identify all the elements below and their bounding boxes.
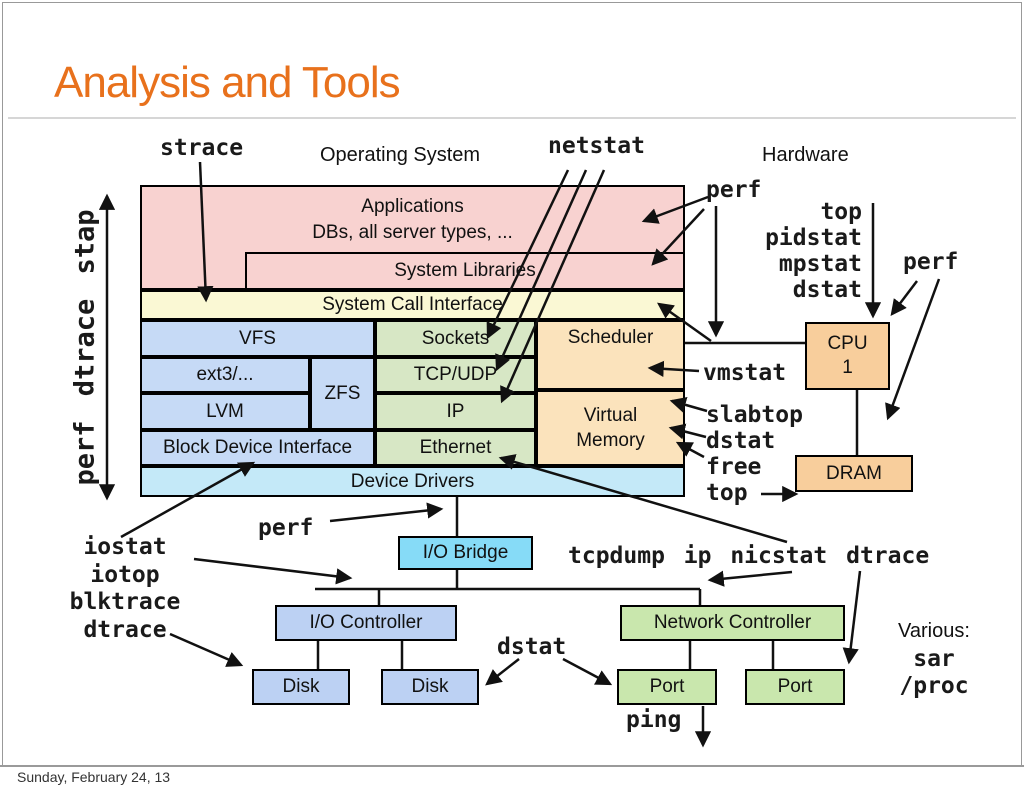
box-device-drivers: Device Drivers [140, 466, 685, 497]
box-io-controller: I/O Controller [275, 605, 457, 641]
box-disk-1: Disk [252, 669, 350, 705]
box-ext3: ext3/... [140, 357, 310, 393]
cpu-tool-pidstat: pidstat [765, 225, 862, 251]
box-io-bridge: I/O Bridge [398, 536, 533, 570]
box-port-2: Port [745, 669, 845, 705]
io-controller-label: I/O Controller [309, 612, 423, 633]
system-call-interface-label: System Call Interface [322, 294, 503, 315]
box-ethernet: Ethernet [375, 430, 536, 466]
box-scheduler: Scheduler [536, 320, 685, 390]
box-ip: IP [375, 393, 536, 430]
strace-label: strace [160, 135, 244, 161]
box-cpu: CPU 1 [805, 322, 890, 390]
disk-tool-dtrace: dtrace [83, 616, 167, 643]
perf-top-label: perf [706, 177, 762, 203]
applications-sub-label: DBs, all server types, ... [312, 222, 513, 243]
perf-mid-label: perf [258, 515, 314, 541]
box-virtual-memory: Virtual Memory [536, 390, 685, 466]
various-tool-proc: /proc [899, 673, 969, 699]
disk2-label: Disk [411, 676, 449, 697]
box-lvm: LVM [140, 393, 310, 430]
port1-label: Port [649, 676, 685, 697]
mem-tool-free: free [706, 454, 762, 480]
tcp-udp-label: TCP/UDP [413, 364, 498, 385]
box-vfs: VFS [140, 320, 375, 357]
device-drivers-label: Device Drivers [350, 470, 475, 492]
sockets-label: Sockets [421, 327, 490, 349]
scheduler-label: Scheduler [567, 327, 654, 348]
box-system-libraries: System Libraries [245, 252, 685, 290]
page-title: Analysis and Tools [54, 58, 401, 107]
various-tools-list: sar /proc [870, 646, 998, 700]
block-device-interface-label: Block Device Interface [162, 437, 353, 458]
footer-date: Sunday, February 24, 13 [17, 769, 171, 785]
cpu-tools-list: top pidstat mpstat dstat [740, 199, 862, 303]
box-tcp-udp: TCP/UDP [375, 357, 536, 393]
dstat-bottom-label: dstat [497, 634, 567, 660]
netstat-label: netstat [548, 133, 645, 159]
network-controller-label: Network Controller [653, 612, 812, 633]
network-tools-label: tcpdump ip nicstat dtrace [568, 543, 930, 569]
io-bridge-label: I/O Bridge [422, 542, 509, 563]
disk1-label: Disk [282, 676, 320, 697]
ip-label: IP [446, 400, 465, 422]
cpu-tool-dstat: dstat [792, 277, 862, 303]
various-tools-block: Various: sar /proc [870, 620, 998, 700]
mem-tool-top: top [706, 480, 748, 506]
ext3-label: ext3/... [196, 364, 254, 385]
virtual-memory-label-line2: Memory [576, 430, 645, 451]
cpu-tool-top: top [820, 199, 862, 225]
vmstat-label: vmstat [703, 360, 787, 386]
box-dram: DRAM [795, 455, 913, 492]
hardware-section-label: Hardware [762, 144, 849, 166]
cpu-label-line2: 1 [842, 357, 853, 378]
various-tool-sar: sar [913, 646, 955, 672]
memory-tools-list: slabtop dstat free top [706, 402, 803, 506]
box-disk-2: Disk [381, 669, 479, 705]
disk-tool-iostat: iostat [83, 534, 167, 560]
disk-tools-list: iostat iotop blktrace dtrace [40, 534, 210, 644]
box-port-1: Port [617, 669, 717, 705]
port2-label: Port [777, 676, 813, 697]
mem-tool-slabtop: slabtop [706, 402, 803, 428]
system-libraries-label: System Libraries [394, 260, 536, 281]
cpu-label-line1: CPU [827, 333, 868, 354]
footer-separator [0, 765, 1024, 767]
ethernet-label: Ethernet [419, 437, 492, 458]
disk-tool-iotop: iotop [90, 561, 160, 588]
virtual-memory-label-line1: Virtual [583, 405, 638, 426]
cpu-tool-mpstat: mpstat [778, 251, 862, 277]
lvm-label: LVM [206, 400, 244, 422]
box-block-device-interface: Block Device Interface [140, 430, 375, 466]
left-axis-tools-label: perf dtrace stap [69, 209, 101, 486]
ping-label: ping [626, 707, 682, 733]
zfs-label: ZFS [324, 382, 361, 404]
os-section-label: Operating System [320, 144, 481, 166]
mem-tool-dstat: dstat [706, 428, 776, 454]
various-title-label: Various: [898, 620, 970, 642]
vfs-label: VFS [239, 327, 276, 349]
dram-label: DRAM [826, 462, 882, 484]
title-separator [8, 117, 1016, 119]
box-system-call-interface: System Call Interface [140, 290, 685, 320]
box-network-controller: Network Controller [620, 605, 845, 641]
disk-tool-blktrace: blktrace [69, 589, 181, 615]
box-sockets: Sockets [375, 320, 536, 357]
applications-label: Applications [361, 196, 464, 217]
box-zfs: ZFS [310, 357, 375, 430]
perf-right-label: perf [903, 249, 959, 275]
